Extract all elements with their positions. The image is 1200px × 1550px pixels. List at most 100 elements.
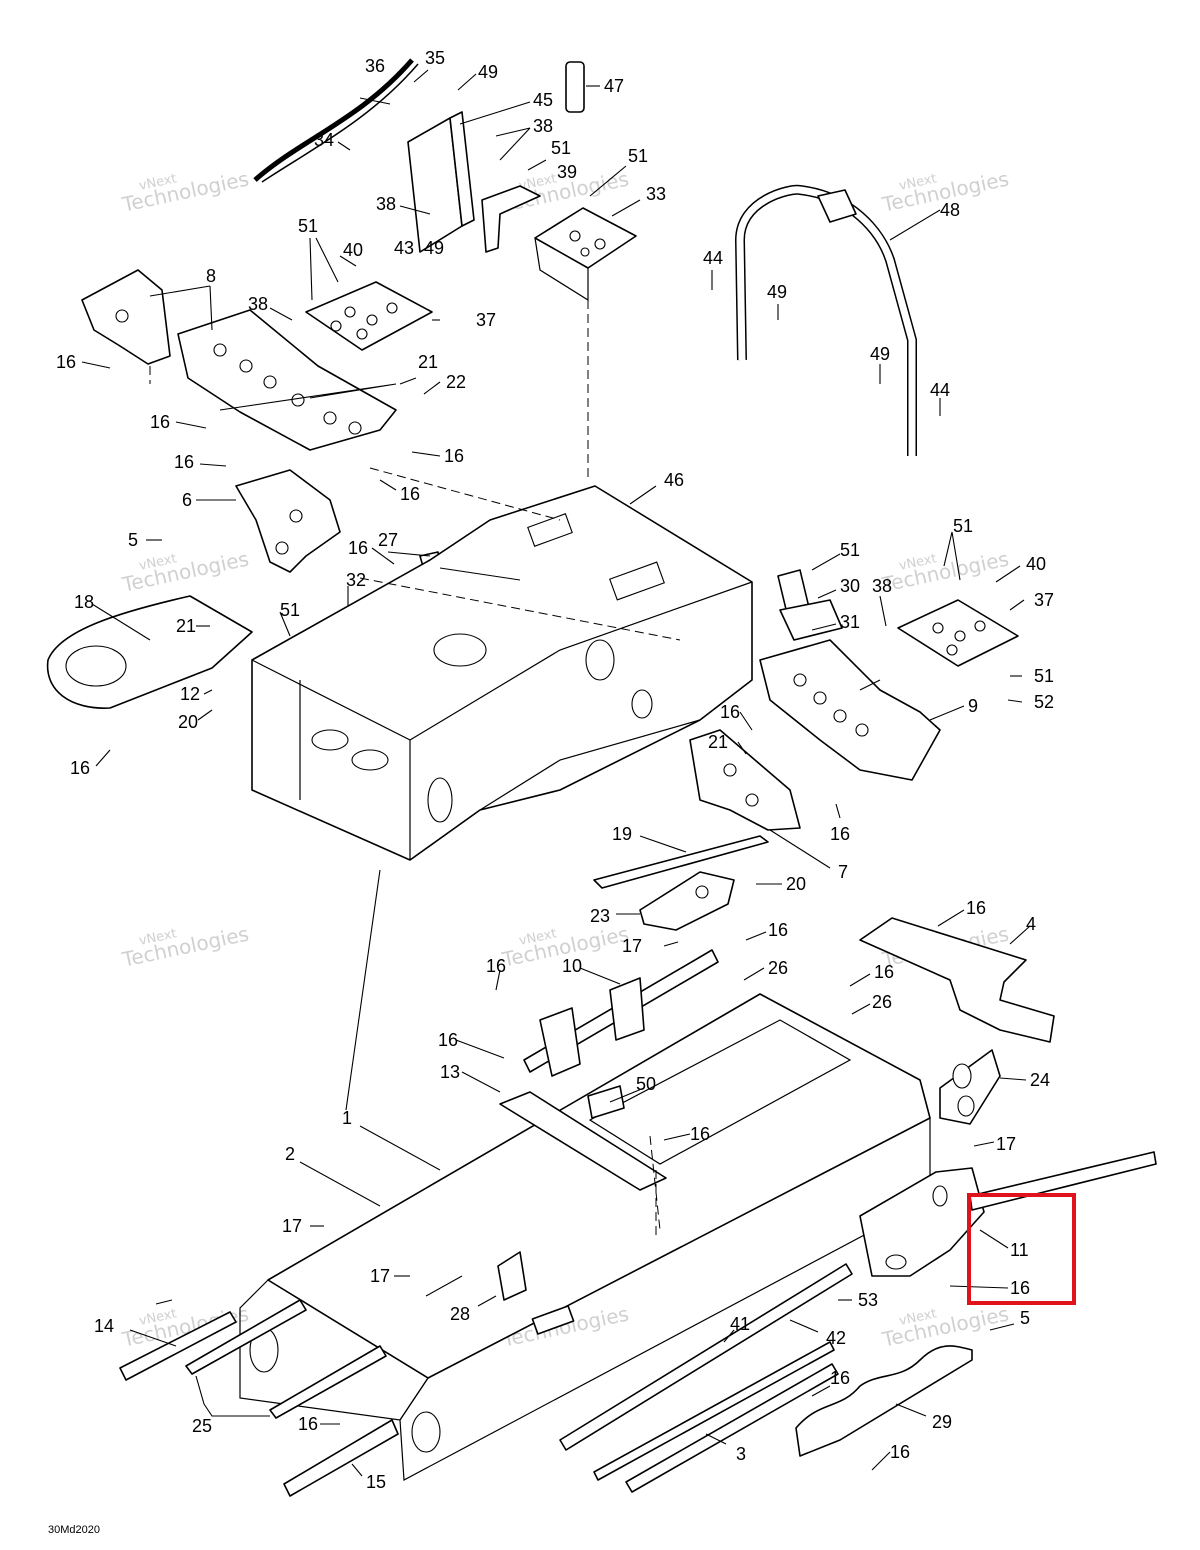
- callout-20: 20: [178, 712, 198, 732]
- callout-16: 16: [486, 956, 506, 976]
- callout-53: 53: [858, 1290, 878, 1310]
- part-bracket-23: [639, 871, 735, 931]
- part-cable-34: [253, 58, 414, 182]
- part-rail-13: [499, 1091, 667, 1191]
- callout-29: 29: [932, 1412, 952, 1432]
- callout-51: 51: [298, 216, 318, 236]
- callout-16: 16: [438, 1030, 458, 1050]
- callout-49: 49: [478, 62, 498, 82]
- callout-35: 35: [425, 48, 445, 68]
- callout-15: 15: [366, 1472, 386, 1492]
- callout-16: 16: [444, 446, 464, 466]
- callout-34: 34: [314, 130, 334, 150]
- callout-24: 24: [1030, 1070, 1050, 1090]
- callout-16: 16: [70, 758, 90, 778]
- callout-38: 38: [248, 294, 268, 314]
- callout-49: 49: [424, 238, 444, 258]
- callout-16: 16: [150, 412, 170, 432]
- callout-21: 21: [176, 616, 196, 636]
- callout-45: 45: [533, 90, 553, 110]
- part-strip-41: [593, 1341, 835, 1481]
- leader-lines: [81, 69, 1031, 1477]
- callout-26: 26: [872, 992, 892, 1012]
- callout-47: 47: [604, 76, 624, 96]
- callout-14: 14: [94, 1316, 114, 1336]
- callout-16: 16: [1010, 1278, 1030, 1298]
- callout-21: 21: [708, 732, 728, 752]
- callout-5: 5: [1020, 1308, 1030, 1328]
- part-tag: [531, 1305, 575, 1335]
- callout-3: 3: [736, 1444, 746, 1464]
- callout-13: 13: [440, 1062, 460, 1082]
- part-bracket-39: [481, 185, 541, 253]
- callout-16: 16: [298, 1414, 318, 1434]
- callout-22: 22: [446, 372, 466, 392]
- callout-51: 51: [280, 600, 300, 620]
- part-bracket-11: [859, 1167, 985, 1277]
- callout-38: 38: [376, 194, 396, 214]
- callout-42: 42: [826, 1328, 846, 1348]
- watermark-line2: Technologies: [879, 1301, 1011, 1351]
- callout-20: 20: [786, 874, 806, 894]
- part-rail-10-bracket-a: [539, 1007, 581, 1077]
- callout-5: 5: [128, 530, 138, 550]
- callout-16: 16: [830, 824, 850, 844]
- part-bracket-7: [689, 729, 801, 831]
- callout-16: 16: [174, 452, 194, 472]
- callout-16: 16: [720, 702, 740, 722]
- callout-30: 30: [840, 576, 860, 596]
- callout-28: 28: [450, 1304, 470, 1324]
- watermark-line2: Technologies: [119, 546, 251, 596]
- callout-49: 49: [767, 282, 787, 302]
- part-bar-25b: [269, 1345, 387, 1419]
- callout-32: 32: [346, 570, 366, 590]
- callout-10: 10: [562, 956, 582, 976]
- callout-17: 17: [282, 1216, 302, 1236]
- callout-51: 51: [840, 540, 860, 560]
- part-drawings: [46, 58, 1157, 1497]
- callout-37: 37: [476, 310, 496, 330]
- callout-16: 16: [56, 352, 76, 372]
- callout-40: 40: [343, 240, 363, 260]
- callout-11: 11: [1010, 1240, 1029, 1260]
- callout-41: 41: [730, 1314, 750, 1334]
- part-roll-bar-48: [734, 184, 917, 456]
- callout-16: 16: [690, 1124, 710, 1144]
- part-angle-14: [119, 1311, 237, 1381]
- callout-40: 40: [1026, 554, 1046, 574]
- part-roll-bar-48-bracket: [817, 189, 857, 223]
- callout-16: 16: [348, 538, 368, 558]
- drawing-code: 30Md2020: [48, 1524, 100, 1536]
- callout-31: 31: [840, 612, 860, 632]
- callout-4: 4: [1026, 914, 1036, 934]
- callout-49: 49: [870, 344, 890, 364]
- callout-16: 16: [400, 484, 420, 504]
- callout-52: 52: [1034, 692, 1054, 712]
- callout-18: 18: [74, 592, 94, 612]
- part-plate-28: [497, 1251, 527, 1301]
- part-footrest-assembly-9: [759, 639, 941, 781]
- callout-7: 7: [838, 862, 848, 882]
- watermark-line2: Technologies: [119, 921, 251, 971]
- callout-27: 27: [378, 530, 398, 550]
- part-cable-35: [261, 63, 419, 183]
- callout-12: 12: [180, 684, 200, 704]
- callout-25: 25: [192, 1416, 212, 1436]
- callout-16: 16: [874, 962, 894, 982]
- callout-1: 1: [342, 1108, 352, 1128]
- callout-8: 8: [206, 266, 216, 286]
- part-bracket-45b: [449, 111, 475, 227]
- callout-37: 37: [1034, 590, 1054, 610]
- part-plate-33-flange: [534, 237, 589, 302]
- callout-50: 50: [636, 1074, 656, 1094]
- part-plate-4: [859, 917, 1055, 1043]
- callout-46: 46: [664, 470, 684, 490]
- callout-39: 39: [557, 162, 577, 182]
- callout-17: 17: [996, 1134, 1016, 1154]
- callout-33: 33: [646, 184, 666, 204]
- watermark-line2: Technologies: [879, 546, 1011, 596]
- callout-38: 38: [533, 116, 553, 136]
- highlight-box: [967, 1193, 1076, 1305]
